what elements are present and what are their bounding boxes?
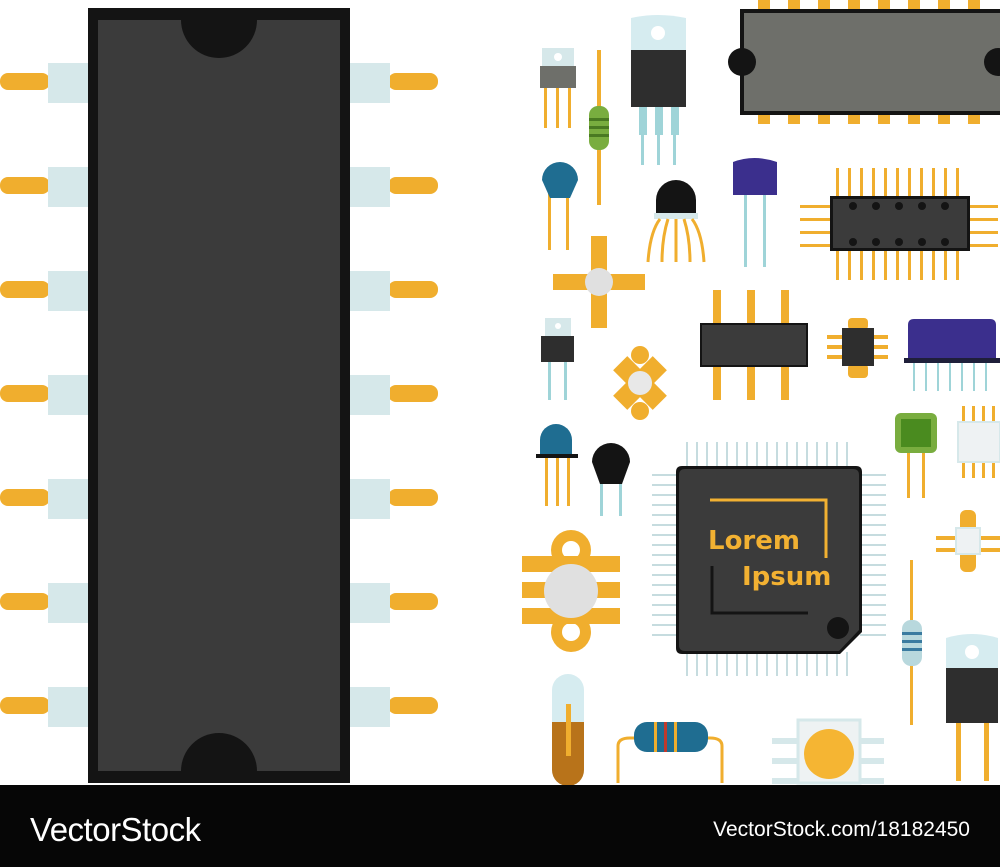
purple-package: [904, 319, 1000, 391]
green-smd-led: [895, 413, 937, 498]
blue-led: [536, 424, 578, 506]
to220-transistor-bottom: [946, 634, 998, 781]
small-to220-transistor: [540, 48, 576, 128]
green-resistor: [589, 50, 609, 205]
blue-resistor-horizontal: [616, 722, 724, 783]
vectorstock-brand: VectorStock: [30, 811, 201, 848]
purple-transistor: [733, 158, 777, 267]
diamond-smd-component: [613, 346, 667, 420]
white-smd-component: [957, 406, 1000, 478]
qfp-microchip: [652, 442, 886, 676]
ceramic-capacitor-blue: [542, 162, 578, 250]
small-transistor-mid: [541, 318, 574, 400]
small-smd-ic: [827, 318, 888, 378]
power-led: [772, 718, 884, 785]
ceramic-capacitor-black: [592, 443, 630, 516]
four-pin-package: [700, 290, 808, 400]
chip-logo: Lorem Ipsum: [708, 526, 838, 606]
chip-logo-line2: Ipsum: [742, 562, 832, 592]
large-dip-ic: [0, 8, 438, 783]
dip-bottom-notch: [181, 733, 257, 783]
chip-logo-line1: Lorem: [708, 526, 800, 556]
cross-smd-component: [553, 236, 645, 328]
smd-ic-gold-pins: [800, 168, 998, 280]
heatsink-transistor: [522, 530, 620, 652]
orange-capacitor: [552, 674, 584, 785]
black-transistor: [646, 180, 706, 263]
blue-resistor-vertical: [902, 560, 922, 725]
dip-left-pin-bases: [48, 63, 90, 727]
dip-right-pin-bases: [348, 63, 390, 727]
watermark-footer: VectorStock VectorStock.com/18182450: [0, 785, 1000, 867]
smd-led-small: [936, 510, 1000, 572]
to220-transistor: [631, 15, 686, 165]
dip-left-pins: [0, 73, 50, 714]
wide-dip-ic: [728, 0, 1000, 124]
image-credit: VectorStock.com/18182450: [713, 818, 970, 841]
dip-right-pins: [388, 73, 438, 714]
electronic-components-illustration: [0, 0, 1000, 785]
